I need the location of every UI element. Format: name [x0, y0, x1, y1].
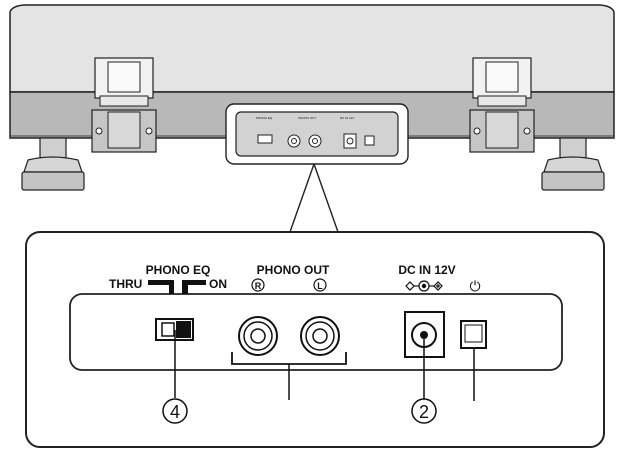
phono-eq-section: PHONO EQ THRU ON [109, 263, 227, 341]
left-foot [21, 137, 85, 191]
phono-out-section: PHONO OUT R L [231, 263, 347, 400]
callout-4-circle [162, 398, 188, 424]
power-section: ⏻ [460, 278, 487, 401]
small-phono-out-label: PHONO OUT [298, 116, 316, 120]
zoom-line-right [313, 163, 339, 233]
dc-in-label: DC IN 12V [398, 263, 455, 277]
left-hinge [91, 57, 157, 153]
phono-out-l-jack-pin [312, 328, 328, 344]
callout-eq-switch: 4 [162, 330, 188, 424]
small-dc-in-label: DC IN 12V [340, 116, 354, 120]
zoom-line-left [289, 163, 315, 233]
phono-eq-switch-knob [161, 322, 175, 337]
left-channel-label: L [317, 281, 323, 291]
callout-2-circle [411, 398, 437, 424]
right-channel-marker [251, 278, 265, 292]
callout-2-number: 2 [419, 402, 429, 422]
small-phono-eq-label: PHONO EQ [256, 116, 273, 120]
dc-in-jack-pin [420, 331, 428, 339]
phono-out-r-jack-pin [250, 328, 266, 344]
left-channel-marker [313, 278, 327, 292]
power-button-face [464, 324, 483, 343]
right-hinge [469, 57, 535, 153]
dc-in-section: DC IN 12V [398, 263, 456, 400]
thru-switch-symbol [148, 280, 174, 294]
phono-eq-switch-fill [176, 321, 191, 338]
callout-4-number: 4 [170, 402, 180, 422]
phono-eq-on-label: ON [209, 277, 227, 291]
phono-eq-thru-label: THRU [109, 277, 142, 291]
right-foot [541, 137, 605, 191]
callout-dc-in: 2 [411, 398, 437, 424]
power-icon: ⏻ [469, 278, 480, 294]
dc-polarity-icon [405, 280, 443, 292]
phono-eq-label: PHONO EQ [146, 263, 211, 277]
right-channel-label: R [255, 281, 262, 291]
on-switch-symbol [182, 280, 206, 294]
small-rear-panel: PHONO EQ PHONO OUT DC IN 12V [225, 103, 409, 165]
phono-out-label: PHONO OUT [257, 263, 330, 277]
